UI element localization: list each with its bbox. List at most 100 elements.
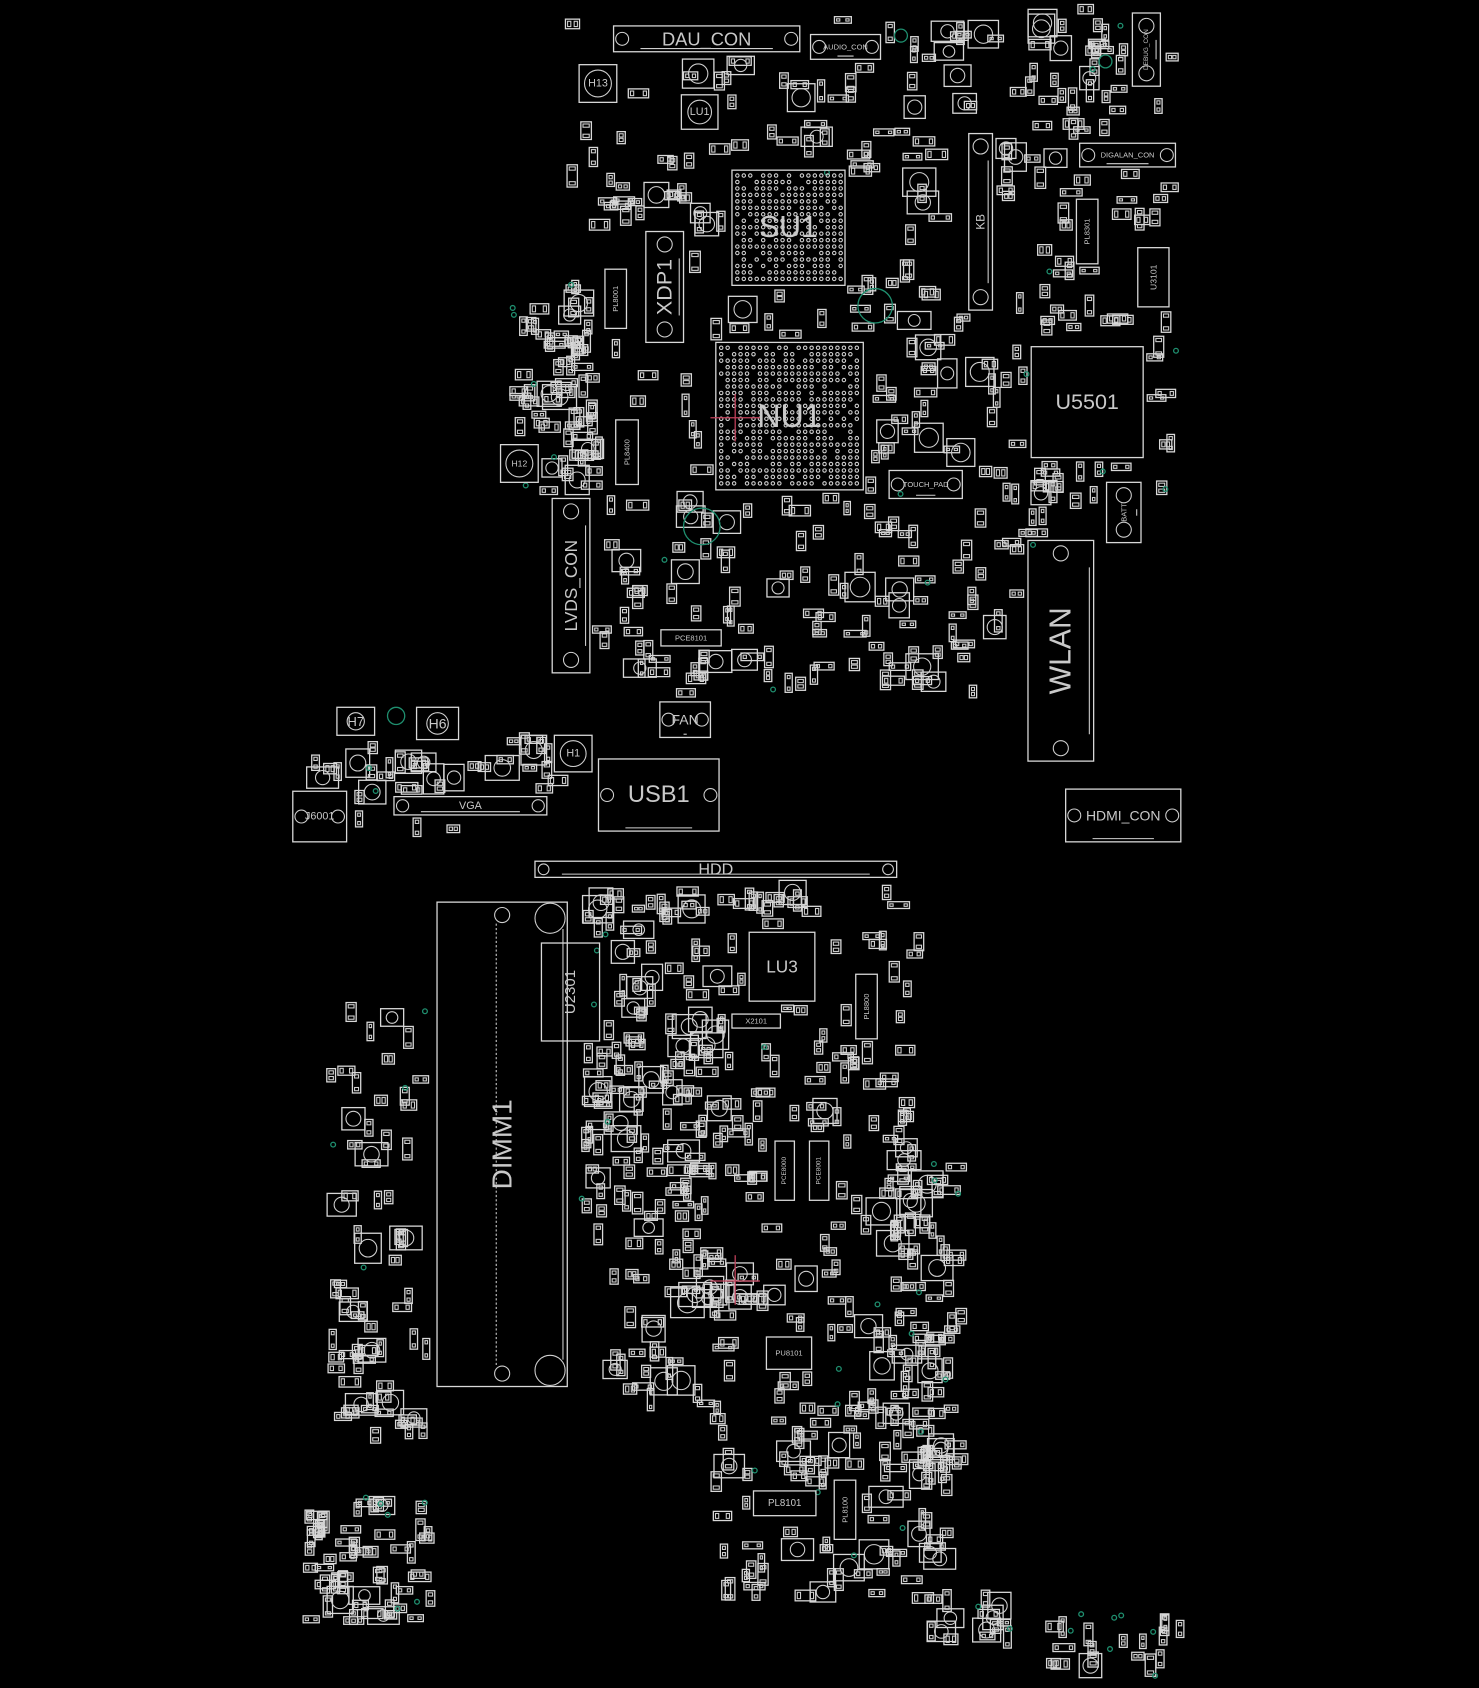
smd-component[interactable] [390,1544,412,1554]
smd-component[interactable] [326,1068,337,1083]
smd-component[interactable] [628,1038,646,1051]
smd-component[interactable] [1043,148,1068,169]
smd-component[interactable] [786,83,816,113]
smd-component[interactable] [843,500,852,516]
smd-component[interactable] [333,762,342,782]
smd-component[interactable] [1160,182,1179,193]
smd-component[interactable] [354,1232,382,1264]
smd-component[interactable] [896,310,932,331]
smd-component[interactable] [779,72,789,89]
smd-component[interactable] [1085,45,1102,56]
smd-component[interactable] [693,430,703,449]
smd-component[interactable] [719,1543,729,1559]
smd-component[interactable] [773,893,784,908]
smd-component[interactable] [828,574,840,596]
smd-component[interactable] [1008,439,1027,449]
smd-component[interactable] [662,1143,684,1153]
component-pl8400[interactable]: PL8400 [615,419,639,486]
smd-component[interactable] [692,1383,703,1403]
smd-component[interactable] [940,1473,953,1497]
smd-component[interactable] [696,1399,716,1408]
smd-component[interactable] [831,1052,855,1062]
smd-component[interactable] [561,467,574,482]
smd-component[interactable] [882,1134,899,1143]
component-j6001[interactable]: J6001 [292,790,348,843]
smd-component[interactable] [802,1371,813,1387]
smd-component[interactable] [763,668,773,683]
component-fan[interactable]: FAN [659,701,712,739]
smd-component[interactable] [895,1010,906,1024]
smd-component[interactable] [647,667,671,678]
smd-component[interactable] [425,1590,436,1607]
smd-component[interactable] [1028,38,1052,51]
smd-component[interactable] [818,1471,827,1490]
smd-component[interactable] [946,1249,967,1261]
smd-component[interactable] [541,760,553,779]
smd-component[interactable] [407,1614,425,1623]
smd-component[interactable] [543,340,566,349]
smd-component[interactable] [616,1353,626,1377]
smd-component[interactable] [664,190,681,201]
smd-component[interactable] [327,1363,346,1374]
smd-component[interactable] [373,1094,389,1107]
smd-component[interactable] [823,1247,838,1256]
smd-component[interactable] [514,416,526,437]
smd-component[interactable] [695,906,710,916]
smd-component[interactable] [343,1404,359,1415]
smd-component[interactable] [816,79,826,103]
smd-component[interactable] [787,896,808,909]
smd-component[interactable] [618,1086,644,1112]
smd-component[interactable] [535,329,552,340]
smd-component[interactable] [728,586,741,607]
smd-component[interactable] [879,1072,899,1083]
smd-component[interactable] [951,1456,962,1470]
smd-component[interactable] [635,205,645,221]
smd-component[interactable] [302,1562,319,1573]
smd-component[interactable] [583,1042,593,1064]
smd-component[interactable] [921,1380,934,1402]
smd-component[interactable] [645,894,656,910]
smd-component[interactable] [328,1328,337,1351]
smd-component[interactable] [850,160,874,169]
smd-component[interactable] [862,932,882,941]
smd-component[interactable] [666,1164,691,1177]
smd-component[interactable] [373,1190,383,1210]
smd-component[interactable] [666,1365,696,1396]
smd-component[interactable] [1041,460,1058,470]
smd-component[interactable] [795,1316,805,1332]
smd-component[interactable] [913,932,925,952]
smd-component[interactable] [887,1490,912,1501]
smd-component[interactable] [602,1359,628,1380]
smd-component[interactable] [1049,304,1065,314]
smd-component[interactable] [897,1109,908,1126]
smd-component[interactable] [902,152,923,161]
smd-component[interactable] [879,669,892,691]
smd-component[interactable] [893,1214,905,1234]
smd-component[interactable] [529,303,550,315]
smd-component[interactable] [888,1334,898,1350]
smd-component[interactable] [774,1388,785,1404]
smd-component[interactable] [899,1188,934,1218]
smd-component[interactable] [724,1051,734,1071]
smd-component[interactable] [1101,89,1111,104]
smd-component[interactable] [967,19,1000,49]
smd-component[interactable] [786,1313,805,1323]
smd-component[interactable] [795,676,807,691]
smd-component[interactable] [830,939,842,955]
smd-component[interactable] [538,421,561,433]
smd-component[interactable] [861,274,874,296]
smd-component[interactable] [835,1180,848,1200]
smd-component[interactable] [662,908,673,925]
smd-component[interactable] [1066,322,1082,332]
smd-component[interactable] [610,939,636,964]
smd-component[interactable] [383,1189,394,1205]
smd-component[interactable] [993,466,1008,479]
smd-component[interactable] [627,88,650,99]
smd-component[interactable] [965,356,995,388]
smd-component[interactable] [675,505,706,528]
smd-component[interactable] [682,1239,694,1254]
smd-component[interactable] [684,1152,706,1162]
smd-component[interactable] [800,126,833,148]
smd-component[interactable] [867,1514,890,1524]
